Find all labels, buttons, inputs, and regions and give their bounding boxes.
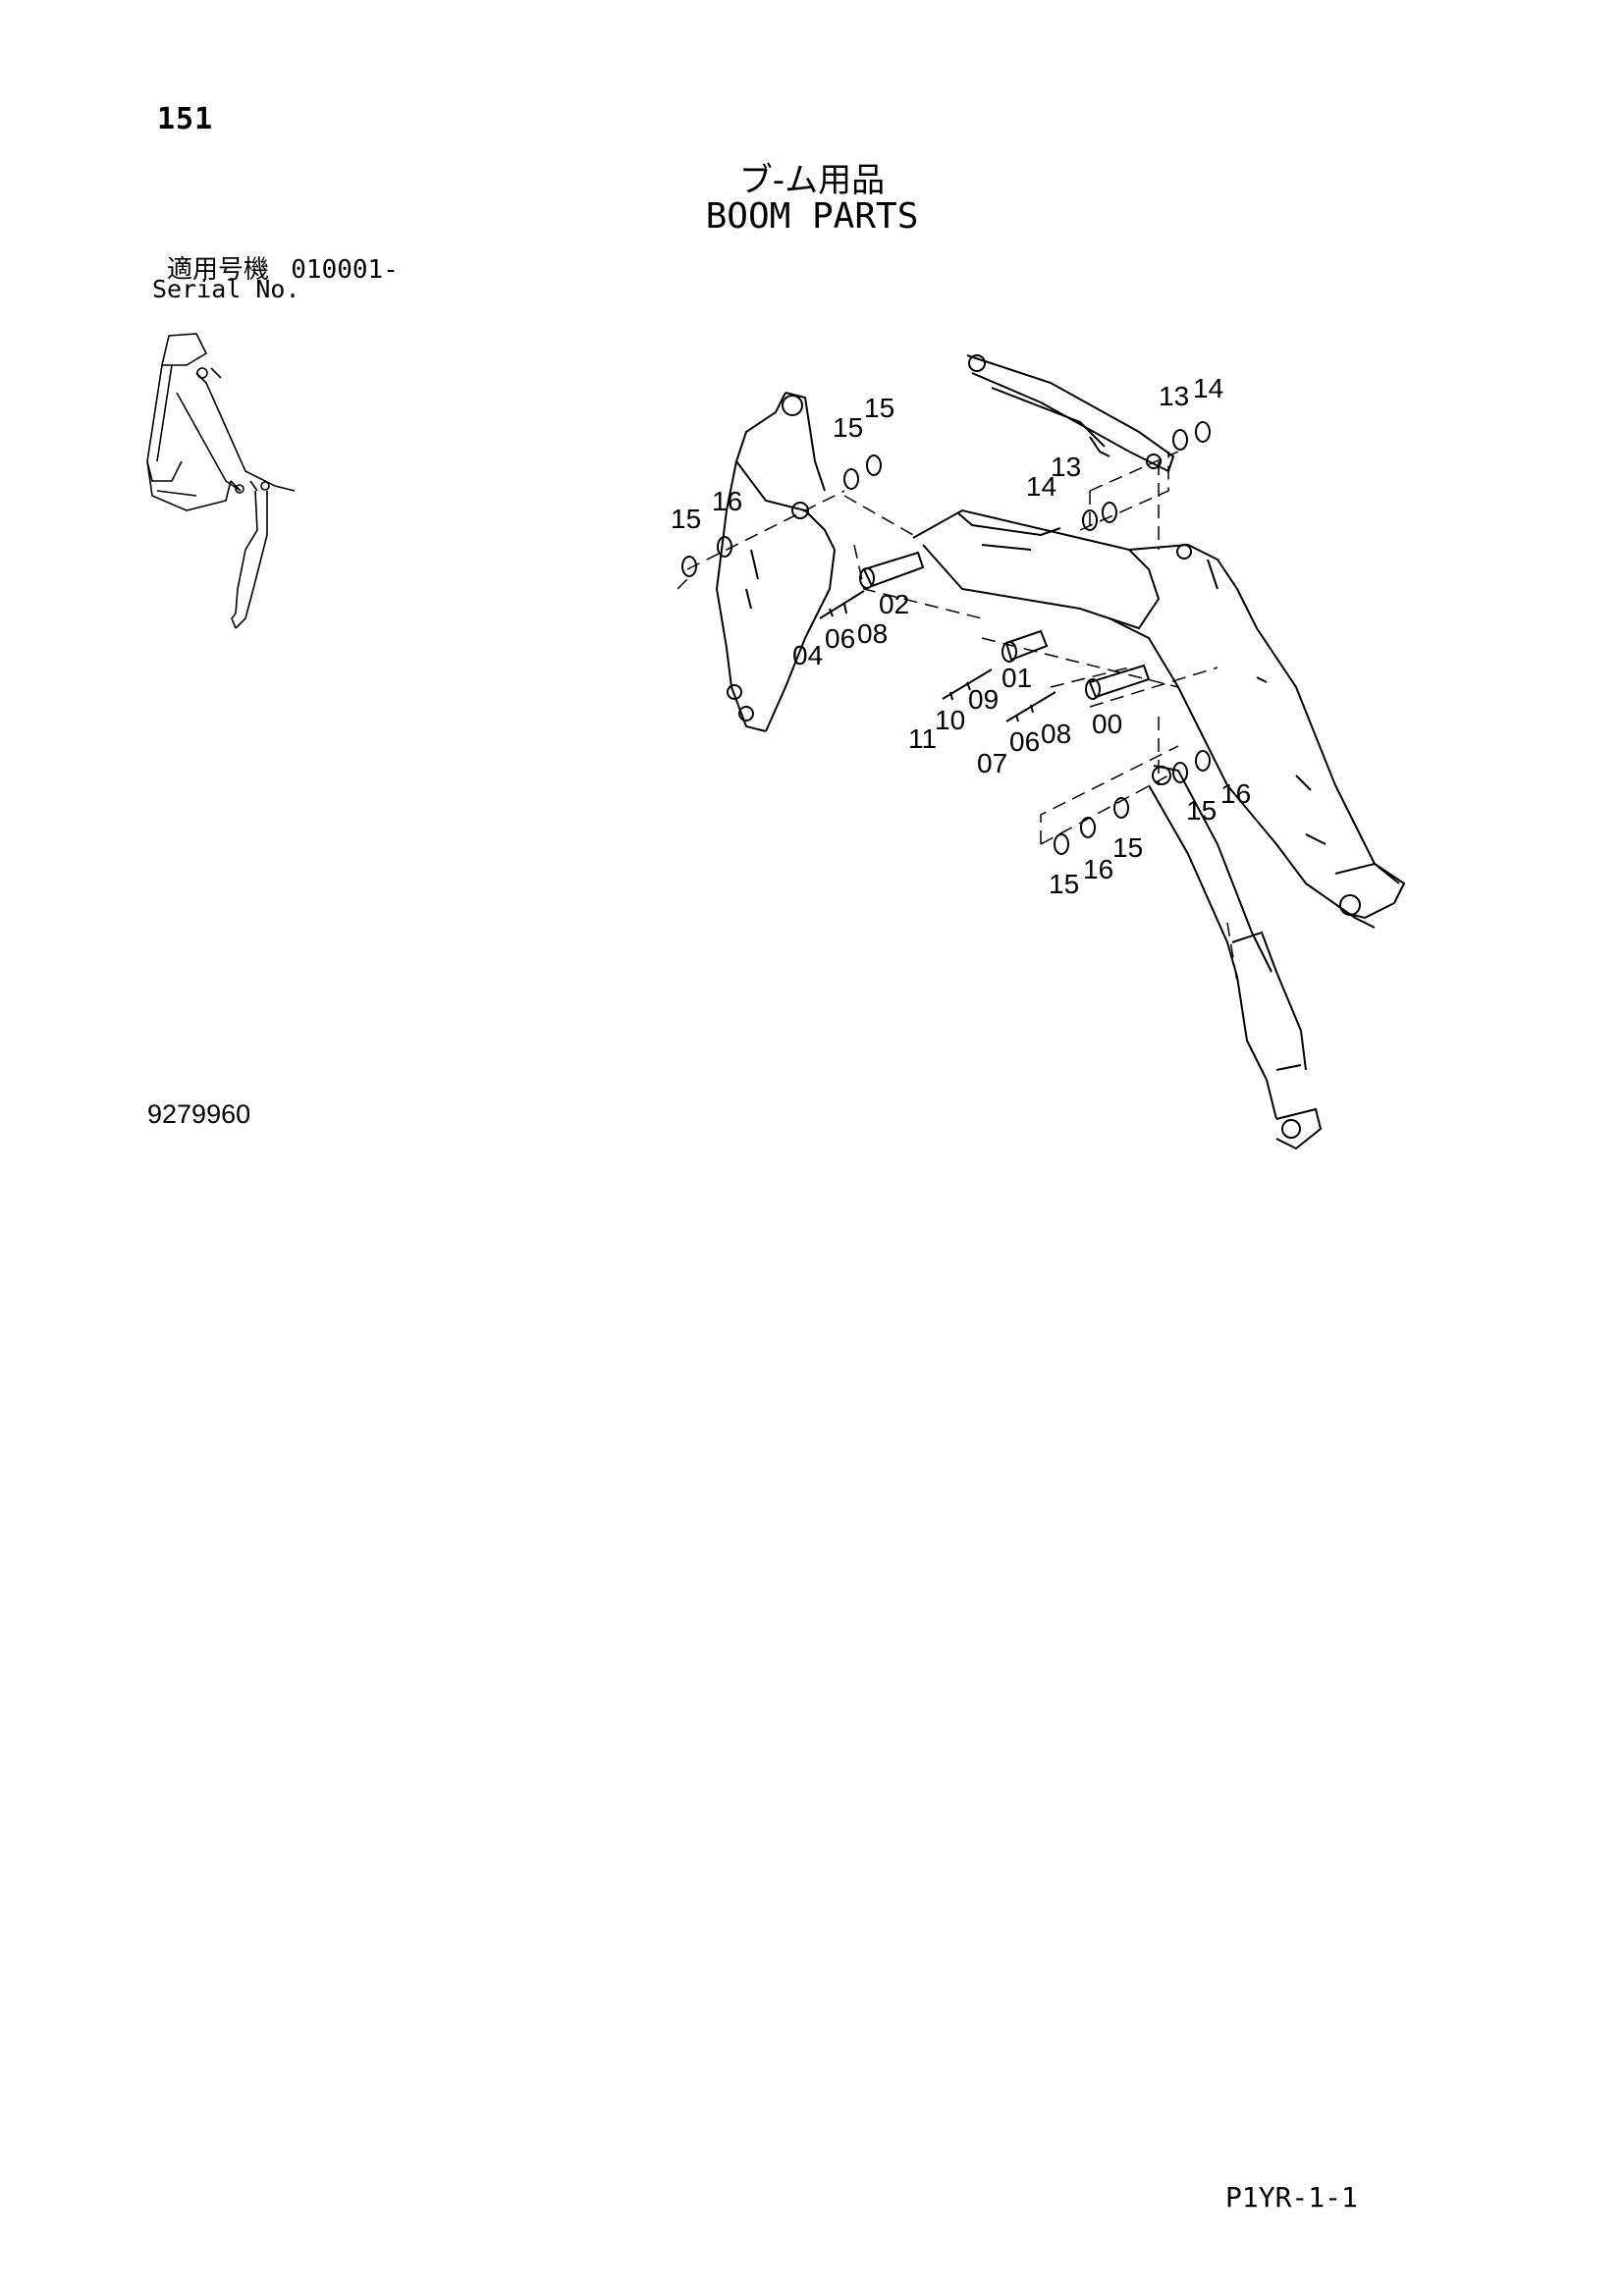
arm-cylinder [1148,765,1323,1150]
serial-applicability: 適用号機 010001- [167,249,399,286]
callout-08: 08 [857,618,888,649]
callout-15: 15 [1049,869,1079,899]
page-number: 151 [157,102,214,136]
callout-16: 16 [712,486,742,516]
callout-15: 15 [1186,795,1217,826]
serial-range: 010001- [291,255,399,285]
machine-overview-thumbnail [146,333,296,629]
callout-08: 08 [1041,719,1071,749]
callout-16: 16 [1220,778,1251,809]
callout-14: 14 [1026,471,1056,502]
callout-11: 11 [908,723,937,754]
callout-10: 10 [935,705,965,735]
callout-02: 02 [879,589,909,619]
callout-15: 15 [833,412,863,443]
callout-15: 15 [864,393,894,423]
callout-06: 06 [1009,726,1040,757]
callout-15: 15 [1112,832,1143,863]
callout-13: 13 [1051,452,1081,482]
page-code: P1YR-1-1 [1225,2181,1358,2214]
page-title-japanese: ブ-ム用品 [738,161,886,200]
callout-14: 14 [1193,373,1223,403]
serial-label-japanese: 適用号機 [167,255,270,285]
serial-label-english: Serial No. [152,275,300,303]
callout-04: 04 [792,640,823,670]
boom-foot-bracket [715,392,836,732]
boom-cylinder [966,354,1175,473]
callout-06: 06 [825,623,855,654]
callout-00: 00 [1092,709,1122,739]
drawing-number: 9279960 [147,1099,251,1129]
callout-16: 16 [1083,854,1113,884]
callout-13: 13 [1159,381,1189,411]
page-title-english: BOOM PARTS [705,196,919,237]
callout-15: 15 [671,504,701,534]
part-callouts: 15 16 15 15 13 14 13 14 02 04 06 08 01 0… [671,373,1251,899]
callout-09: 09 [968,684,999,715]
callout-01: 01 [1001,663,1032,693]
callout-07: 07 [977,748,1007,778]
washers-and-pins [681,421,1211,855]
